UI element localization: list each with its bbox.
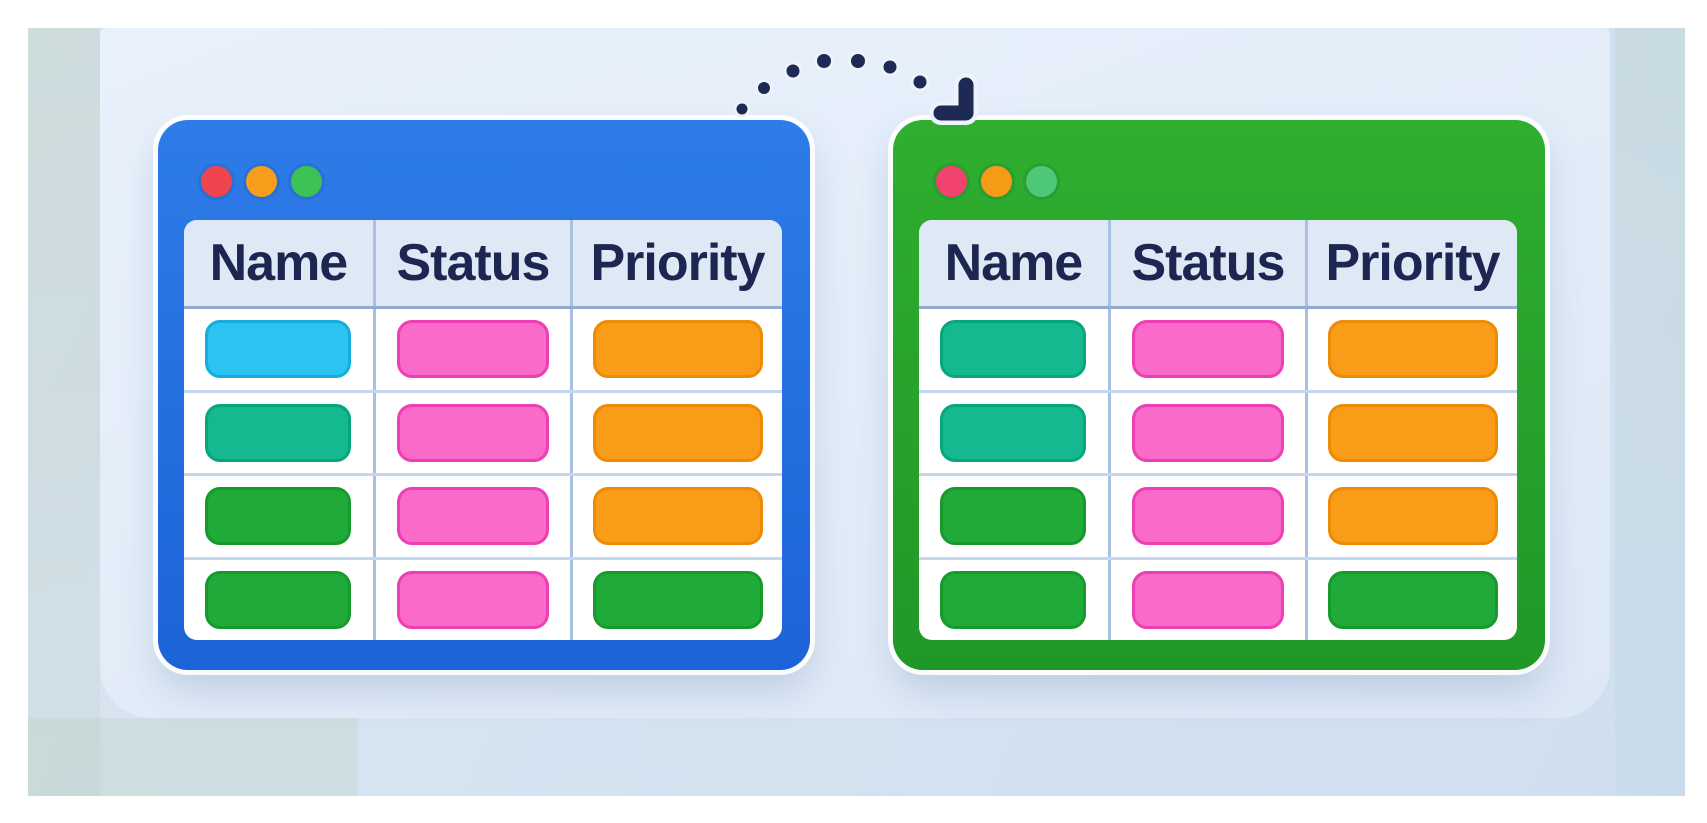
value-pill xyxy=(1327,403,1498,462)
value-pill xyxy=(205,403,352,462)
value-pill xyxy=(396,570,549,629)
table-cell xyxy=(372,392,570,473)
value-pill xyxy=(592,320,763,379)
table-cell xyxy=(919,476,1108,557)
dotted-arrow-icon xyxy=(733,51,978,125)
column-header-name: Name xyxy=(209,234,349,292)
table-cell xyxy=(1305,392,1517,473)
minimize-light-icon xyxy=(981,166,1012,197)
column-header-name: Name xyxy=(944,234,1084,292)
value-pill xyxy=(205,320,352,379)
column-header-status: Status xyxy=(1107,220,1305,306)
backdrop-tint-bottom xyxy=(28,718,358,796)
table-cell xyxy=(184,309,373,390)
table-cell xyxy=(919,560,1108,641)
arrow-dot xyxy=(880,57,900,77)
value-pill xyxy=(940,487,1087,546)
column-header-status: Status xyxy=(372,220,570,306)
titlebar xyxy=(201,166,322,197)
value-pill xyxy=(1131,570,1284,629)
table-cell xyxy=(1107,476,1305,557)
table-cell xyxy=(1107,392,1305,473)
value-pill xyxy=(1327,487,1498,546)
value-pill xyxy=(940,570,1087,629)
value-pill xyxy=(592,487,763,546)
table-row xyxy=(184,473,782,557)
value-pill xyxy=(1131,403,1284,462)
value-pill xyxy=(205,487,352,546)
table-cell xyxy=(1305,476,1517,557)
table-cell xyxy=(1305,309,1517,390)
value-pill xyxy=(1327,320,1498,379)
arrow-dot xyxy=(733,100,751,118)
backdrop-tint-right xyxy=(1615,28,1685,796)
source-window: Name Status Priority xyxy=(158,120,810,670)
table-cell xyxy=(372,559,570,640)
value-pill xyxy=(396,403,549,462)
value-pill xyxy=(205,570,352,629)
backdrop-tint-left xyxy=(28,28,100,796)
table-body xyxy=(184,309,782,640)
table-cell xyxy=(1305,559,1517,640)
arrow-dot xyxy=(910,72,930,92)
table-cell xyxy=(1107,559,1305,640)
table-cell xyxy=(919,309,1108,390)
value-pill xyxy=(396,487,549,546)
arrow-dot xyxy=(755,79,773,97)
zoom-light-icon xyxy=(291,166,322,197)
table-row xyxy=(919,473,1517,557)
table-cell xyxy=(184,393,373,474)
value-pill xyxy=(592,403,763,462)
table: Name Status Priority xyxy=(184,220,782,640)
close-light-icon xyxy=(201,166,232,197)
target-window: Name Status Priority xyxy=(893,120,1545,670)
table-body xyxy=(919,309,1517,640)
value-pill xyxy=(940,403,1087,462)
table: Name Status Priority xyxy=(919,220,1517,640)
table-row xyxy=(919,556,1517,641)
arrow-dot xyxy=(848,51,868,71)
value-pill xyxy=(1131,320,1284,379)
table-row xyxy=(919,389,1517,474)
table-row xyxy=(184,309,782,390)
table-cell xyxy=(570,309,782,390)
value-pill xyxy=(1327,570,1498,629)
column-header-priority: Priority xyxy=(570,220,782,306)
close-light-icon xyxy=(936,166,967,197)
table-header-row: Name Status Priority xyxy=(184,220,782,309)
column-header-priority: Priority xyxy=(1305,220,1517,306)
table-cell xyxy=(570,559,782,640)
value-pill xyxy=(1131,487,1284,546)
table-row xyxy=(184,389,782,474)
table-row xyxy=(919,309,1517,390)
titlebar xyxy=(936,166,1057,197)
arrow-dot xyxy=(783,61,803,81)
table-cell xyxy=(184,476,373,557)
table-row xyxy=(184,556,782,641)
table-cell xyxy=(1107,309,1305,390)
table-cell xyxy=(184,560,373,641)
minimize-light-icon xyxy=(246,166,277,197)
table-cell xyxy=(570,476,782,557)
zoom-light-icon xyxy=(1026,166,1057,197)
table-header-row: Name Status Priority xyxy=(919,220,1517,309)
table-cell xyxy=(372,309,570,390)
value-pill xyxy=(940,320,1087,379)
table-cell xyxy=(919,393,1108,474)
table-cell xyxy=(372,476,570,557)
value-pill xyxy=(396,320,549,379)
arrow-dot xyxy=(814,51,834,71)
table-cell xyxy=(570,392,782,473)
value-pill xyxy=(592,570,763,629)
